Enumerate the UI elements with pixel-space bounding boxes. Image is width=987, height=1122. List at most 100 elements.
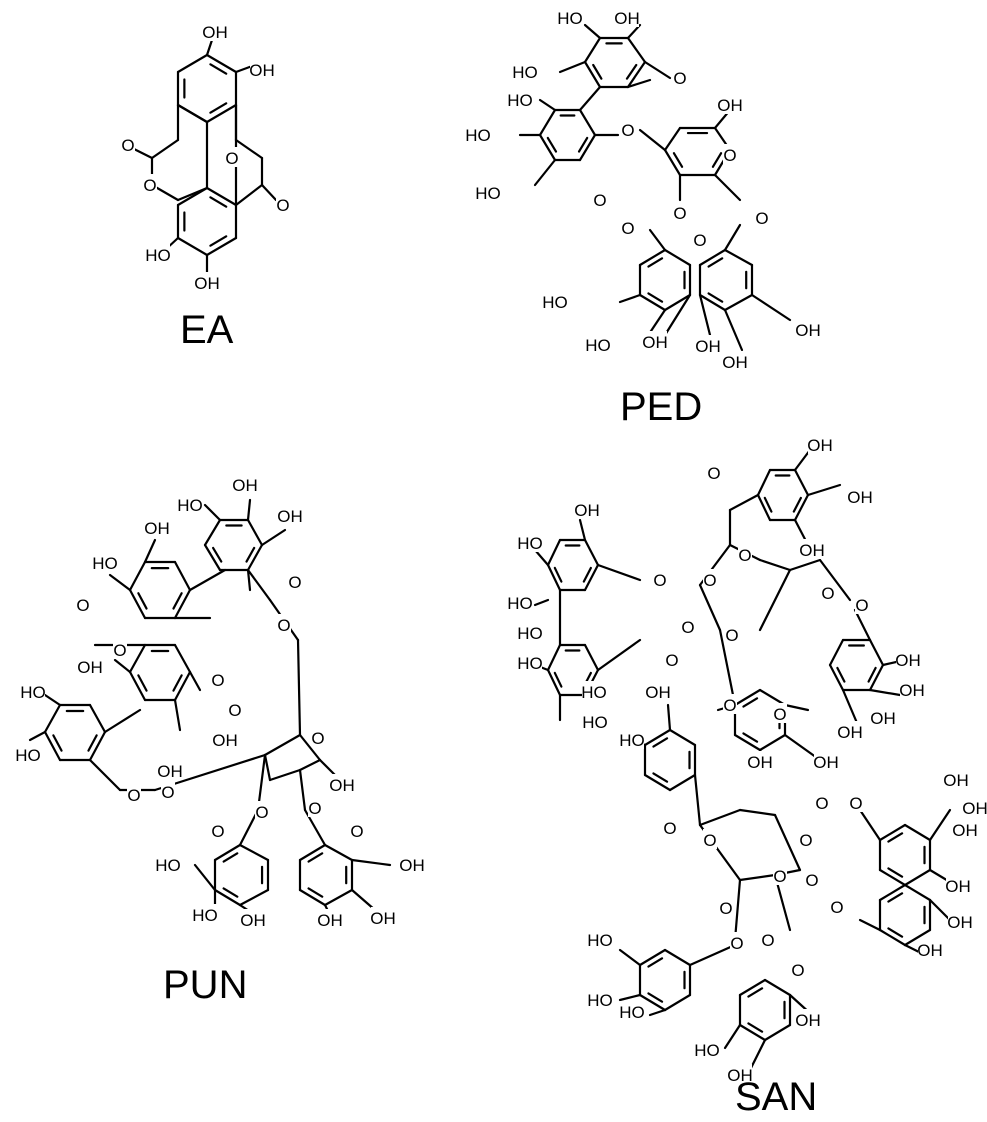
bond (663, 293, 692, 337)
bond (618, 948, 642, 967)
atom-label-bg (158, 760, 182, 780)
atom-label-bg (513, 61, 537, 81)
atom-label-bg (799, 829, 813, 849)
aromatic-double-bond (245, 546, 256, 563)
aromatic-double-bond (592, 63, 603, 80)
atom-label-bg (748, 751, 772, 771)
atom-label-bg (953, 819, 977, 839)
hydroxyl-group-label: HO (582, 713, 608, 732)
bond (723, 1023, 742, 1050)
bond (818, 558, 852, 602)
atom-label-bg (800, 539, 824, 559)
atom-label-bg (855, 594, 869, 614)
ring-bond (758, 688, 787, 707)
bond (748, 1038, 767, 1072)
hydroxyl-group-label: OH (722, 353, 748, 372)
hydroxyl-group-label: OH (837, 723, 863, 742)
atom-label-bg (615, 7, 639, 27)
atom-label-bg (773, 703, 787, 723)
ring-bond (903, 928, 932, 947)
ring-bond (878, 823, 907, 842)
aromatic-double-bond (172, 592, 183, 610)
aromatic-double-bond (546, 136, 558, 153)
aromatic-double-bond (742, 697, 759, 708)
atom-label-bg (588, 989, 612, 1009)
oxygen-atom-label: O (255, 803, 268, 822)
atom-label-bg (703, 569, 717, 589)
ring-bond (173, 588, 192, 620)
ring-bond (538, 133, 557, 162)
atom-label-bg (233, 474, 257, 494)
hydroxyl-group-label: OH (895, 651, 921, 670)
ring-bond (298, 888, 327, 907)
bond (698, 808, 742, 827)
atom-label-bg (518, 532, 542, 552)
oxygen-atom-label: O (211, 671, 224, 690)
oxygen-atom-label: O (311, 729, 324, 748)
oxygen-atom-label: O (653, 571, 666, 590)
hydroxyl-group-label: HO (507, 91, 533, 110)
hydroxyl-group-label: HO (694, 1041, 720, 1060)
atom-label-bg (582, 681, 606, 701)
bond (263, 733, 302, 757)
aromatic-double-bond (307, 852, 324, 863)
atom-label-bg (707, 462, 721, 482)
ring-bond (663, 248, 692, 267)
bond (108, 573, 132, 592)
hydroxyl-group-label: HO (517, 624, 543, 643)
oxygen-atom-label: O (730, 934, 743, 953)
aromatic-double-bond (211, 546, 223, 563)
hydroxyl-group-label: OH (232, 476, 258, 495)
atom-label-bg (593, 189, 607, 209)
hydroxyl-group-label: OH (370, 909, 396, 928)
ring-bond (205, 103, 238, 124)
atom-label-bg (620, 1001, 644, 1021)
atom-label-bg (755, 207, 769, 227)
ring-bond (323, 843, 354, 862)
atom-label-bg (830, 896, 844, 916)
ring-bond (638, 293, 667, 312)
oxygen-atom-label: O (805, 871, 818, 890)
hydroxyl-group-label: OH (645, 683, 671, 702)
bond (618, 993, 642, 1002)
aromatic-double-bond (553, 566, 563, 583)
hydroxyl-group-label: OH (727, 1066, 753, 1085)
aromatic-double-bond (222, 887, 239, 898)
ring-bond (43, 730, 62, 762)
ring-bond (903, 883, 932, 902)
oxygen-atom-label: O (673, 69, 686, 88)
hydroxyl-group-label: HO (465, 126, 491, 145)
atom-label-bg (696, 335, 720, 355)
bond (205, 38, 214, 57)
aromatic-double-bond (577, 136, 589, 153)
ring-bond (583, 538, 600, 567)
aromatic-double-bond (887, 867, 904, 878)
atom-label-bg (723, 694, 737, 714)
hydroxyl-group-label: OH (157, 762, 183, 781)
ring-bond (323, 888, 354, 907)
oxygen-atom-label: O (761, 931, 774, 950)
bond (298, 758, 322, 772)
atom-label-bg (703, 829, 717, 849)
hydroxyl-group-label: HO (15, 746, 41, 765)
oxygen-atom-label: O (663, 819, 676, 838)
atom-label-bg (278, 505, 302, 525)
bond (638, 128, 667, 152)
atom-label-bg (161, 781, 175, 801)
ring-bond (828, 663, 845, 692)
atom-label-bg (211, 820, 225, 840)
oxygen-atom-label: O (707, 464, 720, 483)
ring-bond (638, 248, 667, 267)
bond (626, 78, 652, 89)
oxygen-atom-label: O (855, 596, 868, 615)
hydroxyl-group-label: HO (517, 654, 543, 673)
bond (853, 608, 872, 642)
ring-bond (758, 733, 787, 752)
bond (193, 863, 217, 892)
ring-bond (668, 773, 697, 792)
ring-bond (763, 1023, 792, 1042)
ring-bond (238, 843, 270, 862)
bond (788, 558, 822, 572)
ring-bond (878, 928, 907, 947)
